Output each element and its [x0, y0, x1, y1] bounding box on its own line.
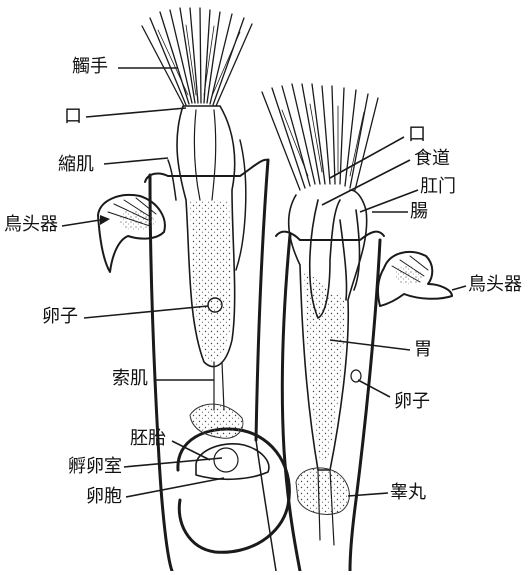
- left-ovicell: [178, 404, 289, 552]
- label-esophagus: 食道: [414, 150, 450, 168]
- testis: [296, 468, 349, 514]
- label-ovum-right: 卵子: [394, 393, 430, 411]
- label-mouth-left: 口: [64, 108, 82, 126]
- left-tentacles: [142, 8, 252, 106]
- label-embryo: 胚胎: [130, 430, 166, 448]
- label-ovum-left: 卵子: [42, 308, 78, 326]
- label-intestine: 腸: [410, 203, 428, 221]
- label-mouth-right: 口: [408, 126, 426, 144]
- right-avicularium: [378, 252, 452, 306]
- left-polypide: [177, 106, 235, 410]
- label-ovicell: 卵胞: [86, 488, 122, 506]
- label-funiculus: 索肌: [112, 370, 148, 388]
- label-avicularium-right: 鳥头器: [468, 276, 522, 294]
- label-tentacles: 觸手: [72, 58, 108, 76]
- right-tentacles: [262, 84, 378, 190]
- label-testis: 睾丸: [390, 484, 426, 502]
- label-stomach: 胃: [414, 341, 432, 359]
- label-retractor-muscle: 縮肌: [58, 156, 94, 174]
- label-anus: 肛门: [420, 178, 456, 196]
- label-brood-chamber: 孵卵室: [68, 458, 122, 476]
- label-avicularium-left: 鳥头器: [4, 216, 58, 234]
- left-avicularium: [98, 195, 165, 272]
